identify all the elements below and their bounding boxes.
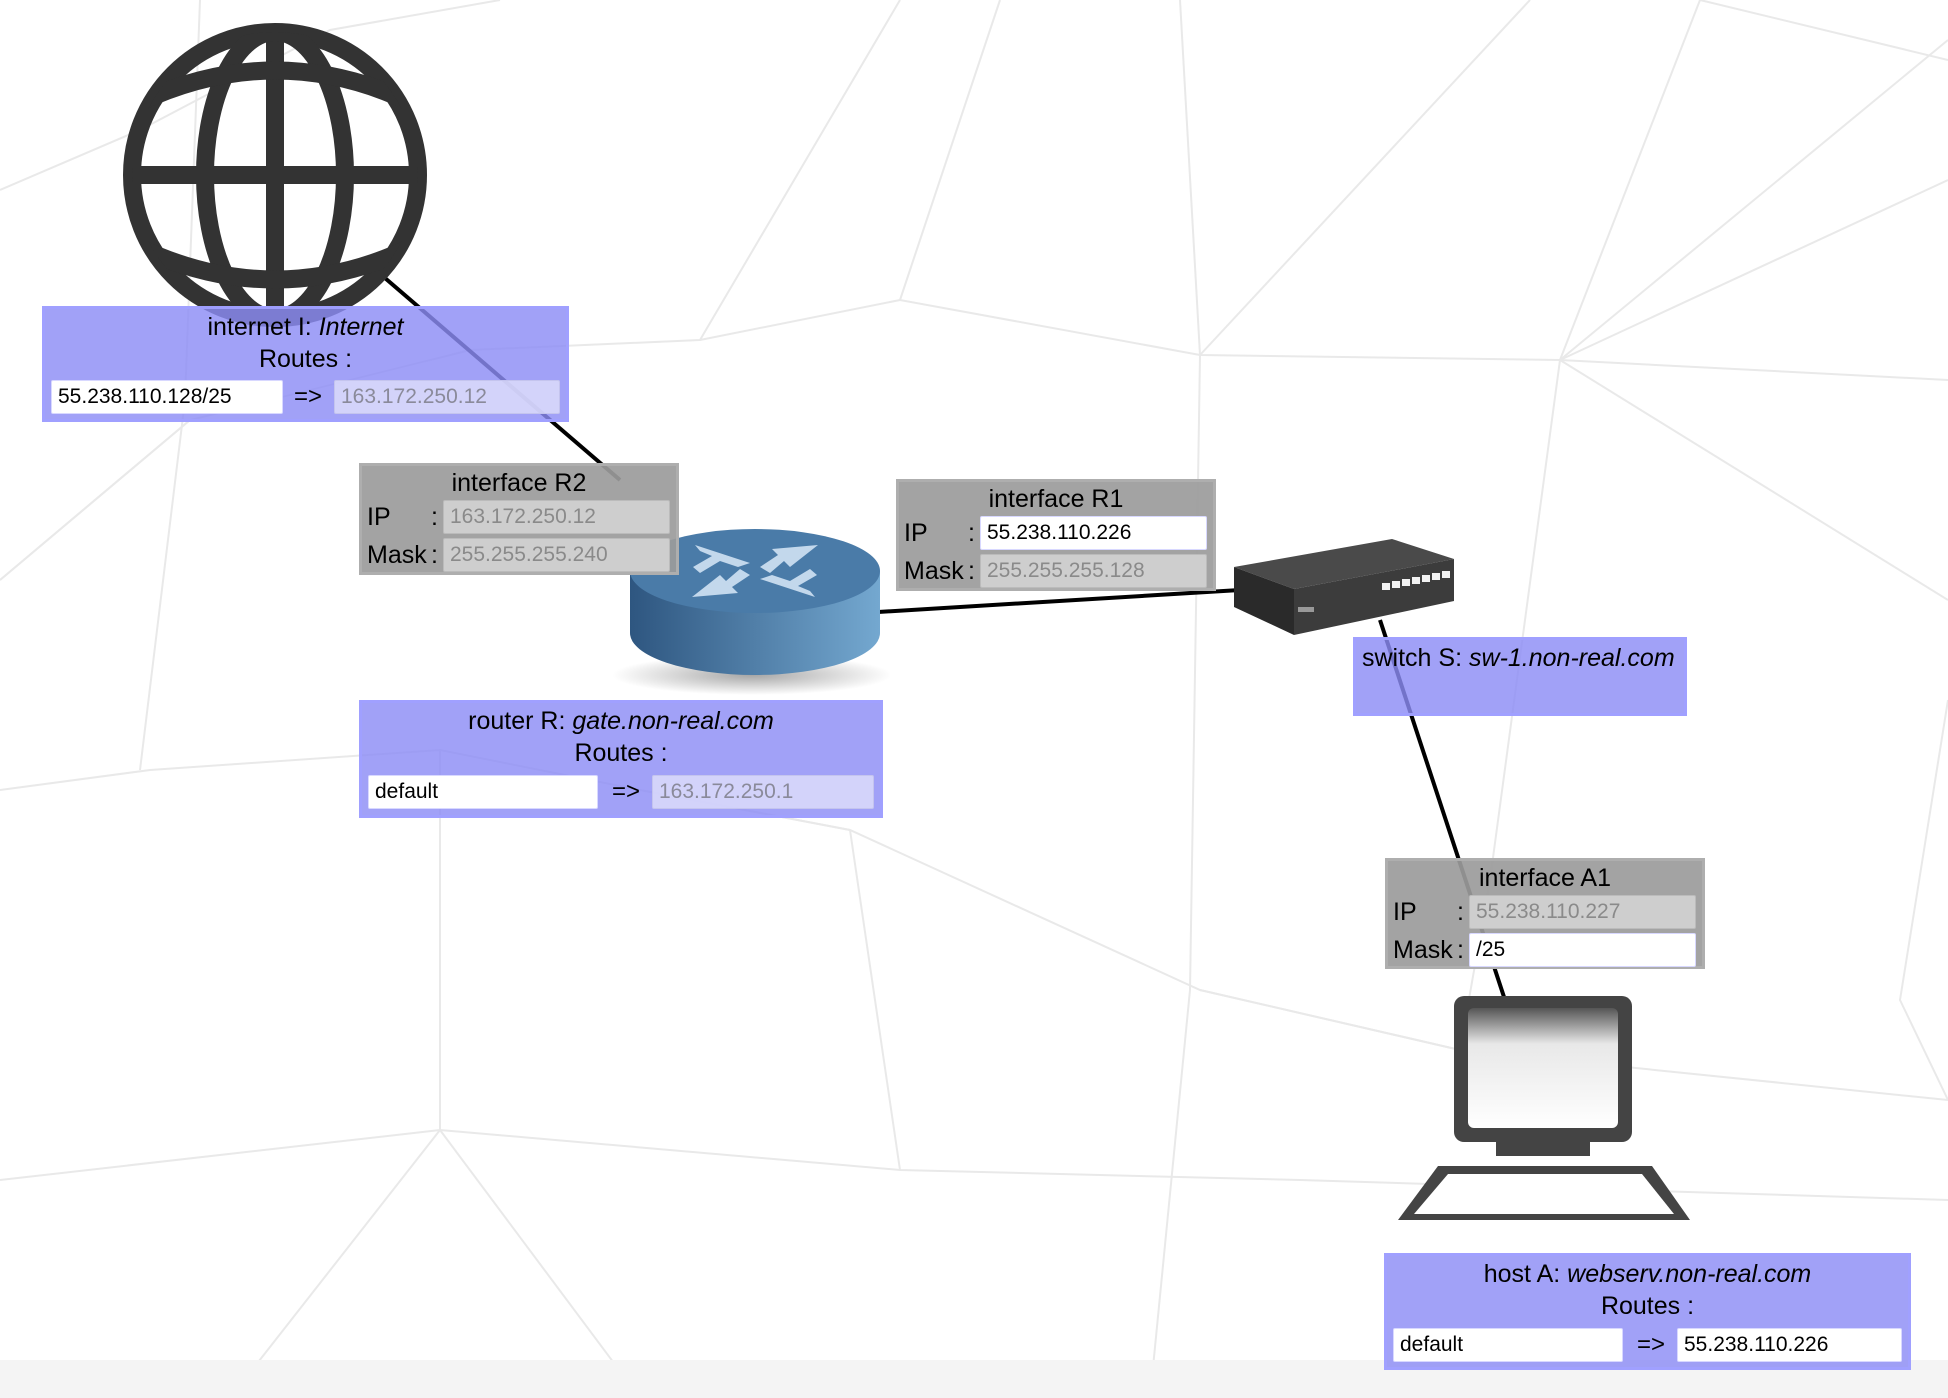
host-panel: host A: webserv.non-real.com Routes : de… [1384,1253,1911,1370]
route-arrow: => [1637,1331,1666,1358]
colon: : [968,519,975,547]
routes-label: Routes : [574,739,668,767]
route-row: 55.238.110.128/25 => 163.172.250.12 [51,380,560,414]
ip-label: IP [1393,898,1417,926]
ip-input[interactable]: 55.238.110.226 [980,516,1207,550]
device-name: gate.non-real.com [572,707,774,735]
device-letter: S [1438,644,1456,672]
interface-title: interface R2 [451,469,587,497]
route-destination-input[interactable]: default [1393,1328,1623,1362]
device-kind: router [468,707,534,735]
route-gateway-input[interactable]: 163.172.250.1 [652,775,874,809]
device-letter: A [1536,1260,1554,1288]
mask-label: Mask [367,541,427,569]
device-kind: switch [1362,644,1432,672]
device-name: Internet [318,313,404,341]
globe-icon [123,23,427,327]
mask-label: Mask [904,557,964,585]
interface-title: interface A1 [1478,864,1612,892]
ip-input[interactable]: 163.172.250.12 [443,500,670,534]
mask-input[interactable]: 255.255.255.128 [980,554,1207,588]
internet-panel: internet I: Internet Routes : 55.238.110… [42,306,569,422]
interface-ip-row: IP : 163.172.250.12 [365,500,670,534]
colon: : [1457,898,1464,926]
interface-title: interface R1 [988,485,1124,513]
mask-label: Mask [1393,936,1453,964]
mask-input[interactable]: 255.255.255.240 [443,538,670,572]
interface-ip-row: IP : 55.238.110.227 [1391,895,1696,929]
device-kind: internet [207,313,291,341]
route-row: default => 163.172.250.1 [368,775,874,809]
ip-label: IP [904,519,928,547]
internet-title: internet I: Internet [207,313,404,341]
device-kind: host [1483,1260,1531,1288]
computer-icon [1398,996,1690,1220]
switch-icon [1234,539,1454,635]
colon: : [968,557,975,585]
device-letter: I [297,313,305,341]
interface-mask-row: Mask : 255.255.255.240 [365,538,670,572]
mask-input[interactable]: /25 [1469,933,1696,967]
interface-mask-row: Mask : 255.255.255.128 [902,554,1207,588]
route-destination-input[interactable]: 55.238.110.128/25 [51,380,283,414]
route-arrow: => [294,383,323,410]
host-title: host A: webserv.non-real.com [1483,1260,1812,1288]
routes-label: Routes : [258,345,353,373]
colon: : [1457,936,1464,964]
router-icon [612,529,890,695]
colon: : [431,503,438,531]
device-name: webserv.non-real.com [1567,1260,1812,1288]
colon: : [431,541,438,569]
switch-panel: switch S: sw-1.non-real.com [1353,637,1687,716]
routes-label: Routes : [1600,1292,1695,1320]
route-arrow: => [612,778,641,805]
device-letter: R [540,707,559,735]
router-title: router R: gate.non-real.com [468,707,774,735]
interface-ip-row: IP : 55.238.110.226 [902,516,1207,550]
route-gateway-input[interactable]: 55.238.110.226 [1677,1328,1902,1362]
switch-title: switch S: sw-1.non-real.com [1362,644,1675,672]
device-name: sw-1.non-real.com [1469,644,1675,672]
link-router-switch [877,588,1241,614]
interface-mask-row: Mask : /25 [1391,933,1696,967]
route-gateway-input[interactable]: 163.172.250.12 [334,380,560,414]
interface-a1-panel: interface A1 IP : 55.238.110.227 Mask : … [1385,858,1705,969]
ip-input[interactable]: 55.238.110.227 [1469,895,1696,929]
router-panel: router R: gate.non-real.com Routes : def… [359,700,883,818]
route-destination-input[interactable]: default [368,775,598,809]
interface-r1-panel: interface R1 IP : 55.238.110.226 Mask : … [896,479,1216,591]
route-row: default => 55.238.110.226 [1393,1328,1902,1362]
interface-r2-panel: interface R2 IP : 163.172.250.12 Mask : … [359,463,679,575]
ip-label: IP [367,503,391,531]
